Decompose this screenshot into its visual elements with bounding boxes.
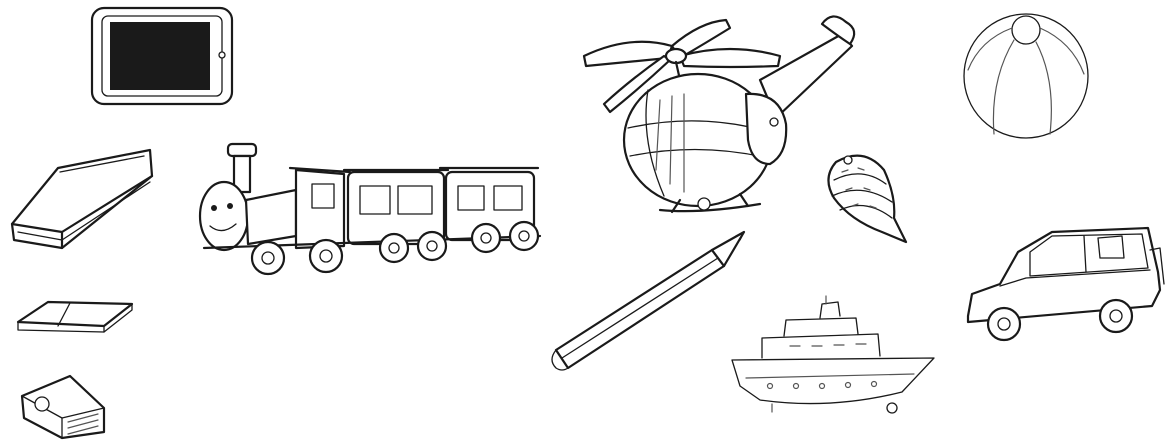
beach-ball-icon	[963, 13, 1089, 139]
spinning-top-icon	[827, 154, 908, 244]
pencil-sharpener-icon	[20, 374, 106, 440]
tablet-icon	[90, 6, 234, 106]
eraser-icon	[16, 300, 134, 333]
ship-icon	[731, 295, 935, 414]
pencil-icon	[551, 230, 746, 371]
car-icon	[966, 226, 1165, 342]
book-icon	[10, 148, 154, 250]
helicopter-icon	[582, 15, 856, 214]
toy-train-icon	[198, 142, 542, 276]
